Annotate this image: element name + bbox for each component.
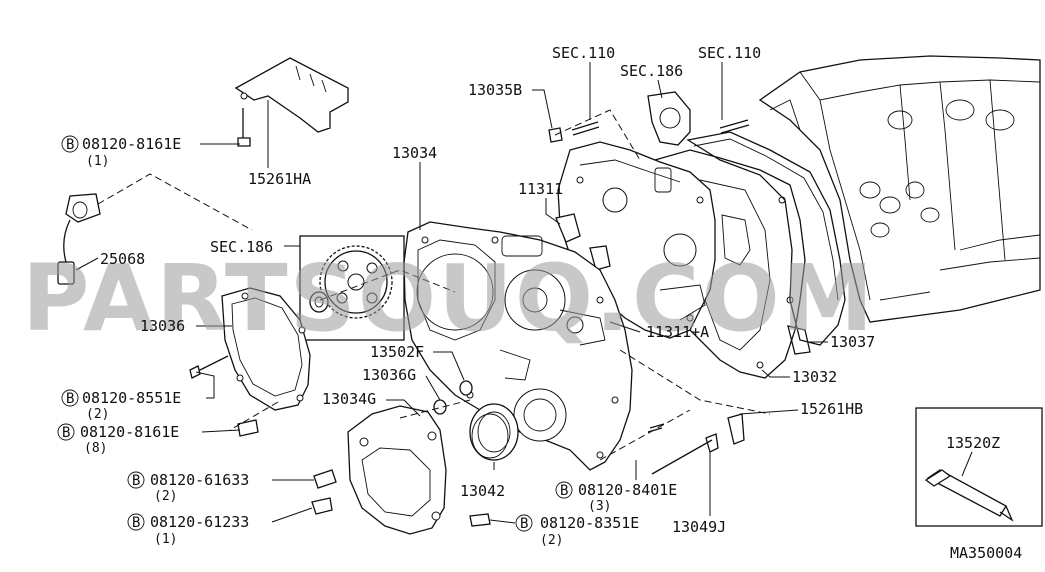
label-13035B: 13035B [468, 81, 522, 99]
bolt-code-circle [61, 135, 79, 153]
bolt-code: B [66, 391, 74, 407]
bolt-callout-7: B 08120-8351E (2) [515, 514, 639, 548]
small-gasket-b [589, 245, 611, 271]
label-sec186-a: SEC.186 [620, 62, 683, 80]
label-13049J: 13049J [672, 518, 726, 536]
sec186-upper-gasket-hole [659, 107, 681, 129]
seal-13502F [459, 380, 473, 396]
bolt-code: B [62, 425, 70, 441]
bolt-quantity: (1) [154, 532, 177, 547]
bracket-15261HB-drawing [651, 413, 745, 475]
label-15261HA: 15261HA [248, 170, 311, 188]
bolt-code-circle [515, 514, 533, 532]
seal-13042-drawing [469, 403, 519, 461]
label-sec186-b: SEC.186 [210, 238, 273, 256]
bolt-part-number: 08120-61633 [150, 471, 249, 489]
upper-studs [548, 119, 750, 143]
label-13034: 13034 [392, 144, 437, 162]
cover-13034G-drawing [347, 405, 447, 535]
label-11311: 11311 [518, 180, 563, 198]
timing-case-13034-drawing [403, 221, 633, 471]
bolt-code: B [132, 515, 140, 531]
bolts-drawing [189, 355, 665, 527]
label-13520Z: 13520Z [946, 434, 1000, 452]
label-13042: 13042 [460, 482, 505, 500]
gasket-13037-drawing [686, 131, 846, 355]
leader-lines [75, 62, 828, 524]
bracket-15261HA-drawing [234, 57, 349, 147]
label-13032: 13032 [792, 368, 837, 386]
label-sec110-b: SEC.110 [698, 44, 761, 62]
bolt-code: B [132, 473, 140, 489]
label-13502F: 13502F [370, 343, 424, 361]
sensor-25068-drawing [57, 193, 101, 285]
bolt-part-number: 08120-8351E [540, 514, 639, 532]
sealant-box [915, 407, 1043, 527]
sec186-upper-gasket [647, 91, 691, 146]
small-gasket-a [555, 213, 581, 243]
bolt-part-number: 08120-8161E [82, 135, 181, 153]
bolt-callout-5: B 08120-61233 (1) [127, 513, 249, 547]
figure-code: MA350004 [950, 544, 1022, 562]
label-25068: 25068 [100, 250, 145, 268]
bolt-code: B [66, 137, 74, 153]
bolt-callout-2: B 08120-8551E (2) [61, 389, 181, 422]
bolt-part-number: 08120-8551E [82, 389, 181, 407]
label-15261HB: 15261HB [800, 400, 863, 418]
label-13036G: 13036G [362, 366, 416, 384]
bolt-quantity: (8) [84, 441, 107, 456]
bolt-quantity: (1) [86, 154, 109, 169]
label-13036: 13036 [140, 317, 185, 335]
bolt-quantity: (2) [540, 533, 563, 548]
watermark: PARTSOUQ.COM [22, 245, 875, 352]
label-13034G: 13034G [322, 390, 376, 408]
bolt-code-circle [57, 423, 75, 441]
bolt-callout-3: B 08120-8161E (8) [57, 423, 179, 456]
housing-13036-drawing [221, 287, 311, 411]
assembly-lines [97, 109, 771, 461]
label-13037: 13037 [830, 333, 875, 351]
bolt-callout-1: B 08120-8161E (1) [61, 135, 181, 169]
bolt-part-number: 08120-8161E [80, 423, 179, 441]
bolt-code-circle [127, 513, 145, 531]
label-sec110-a: SEC.110 [552, 44, 615, 62]
bolt-quantity: (2) [86, 407, 109, 422]
bolt-code-circle [555, 481, 573, 499]
bolt-code: B [520, 516, 528, 532]
bolt-quantity: (2) [154, 489, 177, 504]
bolt-part-number: 08120-8401E [578, 481, 677, 499]
bolt-callout-6: B 08120-8401E (3) [555, 481, 677, 514]
bolt-quantity: (3) [588, 499, 611, 514]
engine-block-drawing [758, 55, 1041, 323]
bolt-part-number: 08120-61233 [150, 513, 249, 531]
bolt-callout-4: B 08120-61633 (2) [127, 471, 249, 504]
label-11311A: 11311+A [646, 323, 709, 341]
camshaft-gear-drawing [299, 235, 405, 341]
bolt-code-circle [127, 471, 145, 489]
bolt-code-circle [61, 389, 79, 407]
bolt-code: B [560, 483, 568, 499]
